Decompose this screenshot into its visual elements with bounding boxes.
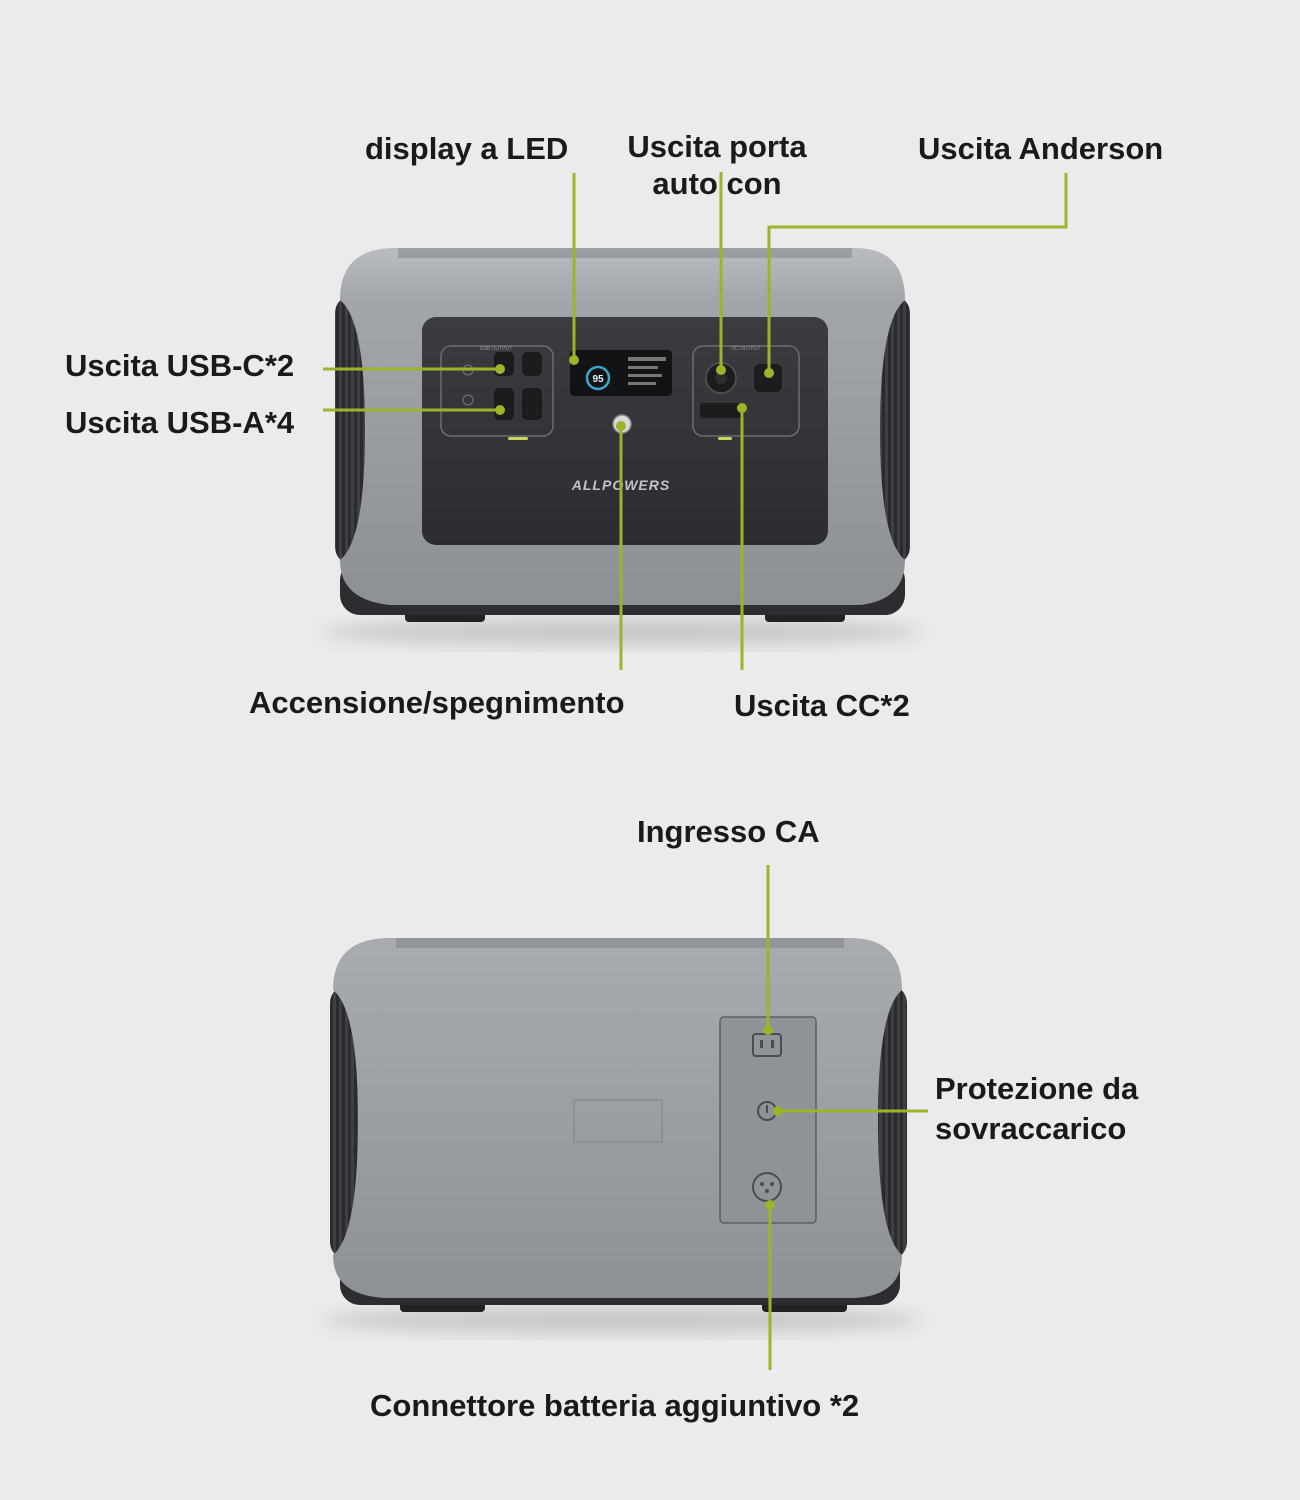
label-battery-connector: Connettore batteria aggiuntivo *2 [370, 1388, 860, 1423]
label-overload-line1: Protezione da [935, 1071, 1139, 1106]
leader-lines [323, 172, 1068, 1370]
dc-panel-title: DC OUTPUT [731, 346, 760, 352]
label-overload-line2: sovraccarico [935, 1111, 1127, 1146]
usb-a-port-1 [494, 388, 514, 420]
label-usb-c: Uscita USB-C*2 [65, 348, 295, 383]
battery-percent: 95 [592, 374, 604, 385]
label-car-port: Uscita porta auto con [627, 129, 807, 201]
battery-ring [585, 365, 611, 391]
dc-ports [700, 403, 744, 418]
back-device [322, 938, 922, 1334]
led-display [570, 350, 672, 396]
back-label-plate [573, 1099, 663, 1143]
usb-c-port-2 [522, 352, 542, 376]
leader-dots [495, 355, 783, 1210]
label-ac-input: Ingresso CA [637, 814, 820, 849]
leader-anderson [767, 173, 1068, 373]
label-usb-a: Uscita USB-A*4 [65, 405, 295, 440]
usb-panel-title: USB OUTPUT [480, 346, 512, 352]
anderson-port [754, 364, 782, 392]
label-led-display: display a LED [365, 131, 569, 166]
dc-panel [692, 345, 800, 437]
usb-a-port-2 [522, 388, 542, 420]
label-anderson: Uscita Anderson [918, 131, 1164, 166]
label-power: Accensione/spegnimento [249, 685, 625, 720]
usb-panel [440, 345, 554, 437]
label-dc-out: Uscita CC*2 [734, 688, 910, 723]
